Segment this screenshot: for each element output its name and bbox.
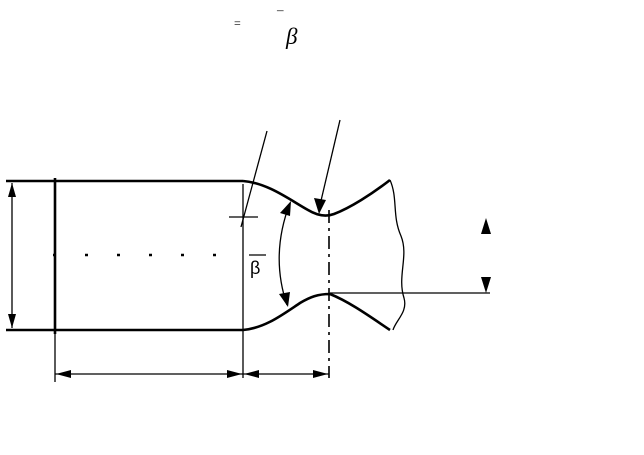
angle-arc (278, 202, 291, 306)
exit-arrow-top (481, 218, 491, 234)
diameter-arrow-top (8, 183, 16, 197)
angle-arrow-top (280, 201, 291, 216)
leader-line-2 (319, 119, 341, 206)
header-overbar: – (276, 2, 284, 17)
break-line (389, 179, 406, 331)
lower-contour (242, 292, 391, 332)
length-arrow-1 (56, 370, 71, 378)
angle-label: β (250, 258, 260, 278)
body-outline (6, 178, 406, 334)
diameter-arrow-bottom (8, 314, 16, 328)
exit-arrow-bottom (481, 277, 491, 293)
leader-arrowhead (314, 198, 326, 214)
header-beta-symbol: β (285, 24, 298, 49)
header-equals: = (234, 16, 241, 30)
leader-line-1 (240, 130, 268, 228)
length-arrow-3 (244, 370, 259, 378)
angle-arrow-bottom (279, 292, 290, 307)
length-arrow-4 (313, 370, 328, 378)
upper-contour (242, 178, 391, 217)
length-arrow-2 (227, 370, 242, 378)
